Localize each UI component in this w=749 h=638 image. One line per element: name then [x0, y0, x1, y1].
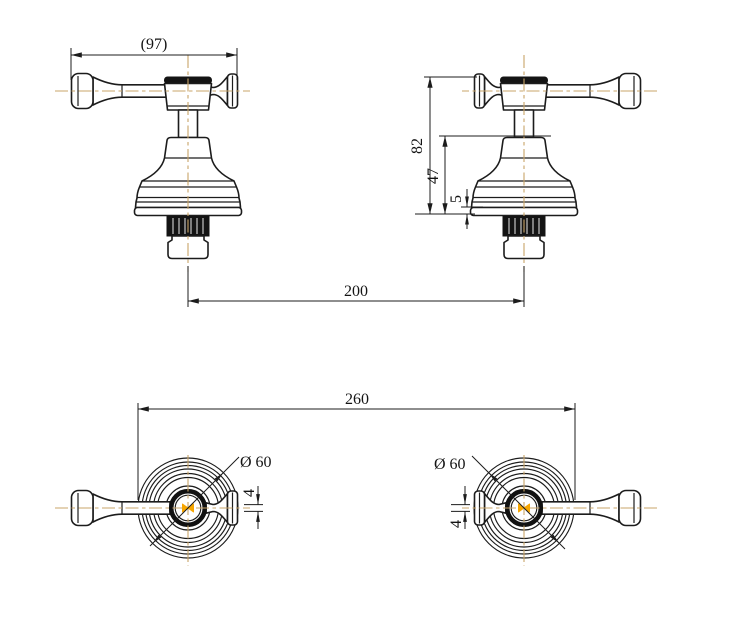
- tap-plan-left-view: [55, 455, 250, 566]
- dimension-label-neck-left: 4: [241, 489, 258, 497]
- dimension-label-neck-right: 4: [448, 520, 465, 528]
- arrowhead: [465, 214, 469, 225]
- dimension-diameter-left-60: Ø 60: [149, 454, 272, 547]
- dimension-handle-width-97: (97): [70, 36, 238, 80]
- dimension-label-200: 200: [344, 283, 368, 300]
- arrowhead: [465, 196, 469, 207]
- tap-front-right-view: [462, 55, 657, 272]
- dimension-center-distance-200: 200: [187, 266, 525, 307]
- leader-line: [149, 456, 240, 547]
- arrowhead: [256, 511, 260, 522]
- extension-lines: [70, 48, 238, 80]
- dimension-label-47: 47: [425, 168, 442, 184]
- dimension-label-97: (97): [141, 36, 168, 53]
- extension-ticks: [451, 504, 470, 512]
- dimension-neck-right-4: 4: [448, 486, 470, 529]
- extension-ticks: [244, 504, 263, 512]
- arrowhead: [463, 494, 467, 505]
- dimension-overall-width-260: 260: [137, 391, 576, 500]
- dimension-label-260: 260: [345, 391, 369, 408]
- dimension-flange-thickness-5: 5: [448, 189, 483, 229]
- dimension-diameter-right-60: Ø 60: [434, 455, 566, 550]
- dimension-label-diameter-left: Ø 60: [240, 454, 272, 471]
- extension-lines: [187, 266, 525, 307]
- dimension-body-height-47: 47: [425, 135, 551, 214]
- tap-plan-right-view: [462, 455, 657, 566]
- dimension-label-82: 82: [409, 138, 426, 154]
- leader-line: [471, 455, 566, 550]
- dimension-label-diameter-right: Ø 60: [434, 456, 466, 473]
- tap-front-left-view: [55, 55, 250, 272]
- dimension-neck-left-4: 4: [241, 486, 263, 529]
- dimension-label-5: 5: [448, 195, 465, 203]
- extension-lines: [137, 403, 576, 500]
